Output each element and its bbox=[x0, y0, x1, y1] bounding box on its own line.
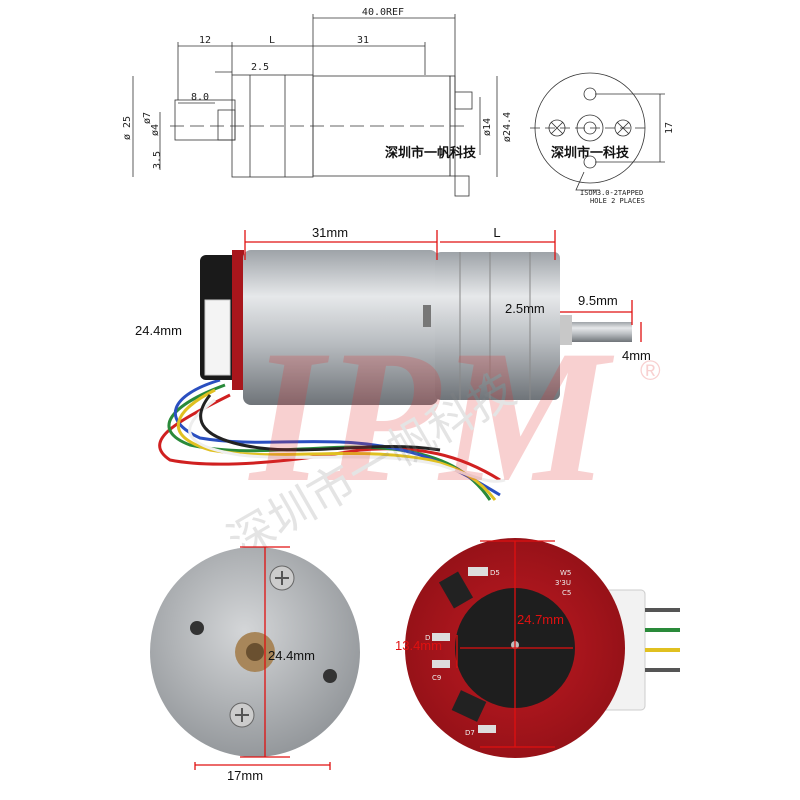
dim-2-5: 2.5 bbox=[251, 62, 269, 73]
encoder-dimensions bbox=[456, 540, 573, 748]
dim-17: 17 bbox=[664, 122, 675, 134]
wire-black bbox=[199, 394, 441, 452]
dim-d24-4: ø24.4 bbox=[502, 112, 513, 142]
gearbox-body bbox=[435, 252, 560, 400]
dim-12: 12 bbox=[199, 35, 211, 46]
dim-17mm: 17mm bbox=[227, 768, 263, 783]
side-photo-dimensions bbox=[244, 230, 642, 342]
drawing-labels: 40.0REF 12 L 31 2.5 8.0 ø 25 ø7 ø4 3.5 ø… bbox=[122, 7, 675, 205]
dim-13-4mm: 13.4mm bbox=[395, 638, 442, 653]
connector bbox=[204, 299, 231, 376]
watermark-registered: ® bbox=[640, 355, 661, 386]
dim-d25: ø 25 bbox=[122, 116, 133, 140]
dim-24-4mm-face: 24.4mm bbox=[268, 648, 315, 663]
dim-4mm: 4mm bbox=[622, 348, 651, 363]
pcb-label-d: D bbox=[425, 634, 430, 642]
watermark: IPM ® 深圳市一帆科技 bbox=[219, 312, 662, 570]
watermark-front: 深圳市一科技 bbox=[551, 145, 630, 161]
dim-2-5mm: 2.5mm bbox=[505, 301, 545, 316]
dim-9-5mm: 9.5mm bbox=[578, 293, 618, 308]
wire-white bbox=[188, 398, 506, 483]
pcb-label-33u: 3'3U bbox=[555, 579, 571, 587]
dim-d14: ø14 bbox=[482, 118, 493, 136]
dim-24-7mm: 24.7mm bbox=[517, 612, 564, 627]
encoder-pcb bbox=[232, 250, 244, 390]
dim-31: 31 bbox=[357, 35, 369, 46]
note-line1: ISOM3.0-2TAPPED bbox=[580, 189, 643, 197]
dim-3-5: 3.5 bbox=[152, 151, 163, 169]
pcb-label-w5: W5 bbox=[560, 569, 571, 577]
technical-drawing-side-view bbox=[132, 14, 498, 197]
pcb-label-c5: C5 bbox=[562, 589, 571, 597]
dim-L-photo: L bbox=[493, 225, 500, 240]
output-shaft bbox=[572, 322, 632, 342]
watermark-side: 深圳市一帆科技 bbox=[385, 145, 477, 161]
face-dimensions bbox=[194, 546, 331, 770]
shaft-outline bbox=[174, 99, 236, 141]
watermark-logo: IPM bbox=[248, 312, 615, 522]
dim-8-0: 8.0 bbox=[191, 92, 209, 103]
dim-24-4mm-side: 24.4mm bbox=[135, 323, 182, 338]
pcb-label-d7: D7 bbox=[465, 729, 475, 737]
pcb-label-d5: D5 bbox=[490, 569, 500, 577]
dim-40ref: 40.0REF bbox=[362, 7, 404, 18]
motor-side-photo bbox=[158, 250, 632, 501]
dim-L: L bbox=[269, 35, 275, 46]
pcb-label-c9: C9 bbox=[432, 674, 441, 682]
motor-body bbox=[243, 250, 438, 405]
gearbox-face-photo bbox=[150, 547, 360, 757]
side-photo-labels: 31mm L 24.4mm 2.5mm 9.5mm 4mm bbox=[135, 225, 651, 363]
note-line2: HOLE 2 PLACES bbox=[590, 197, 645, 205]
technical-drawing-front-view bbox=[530, 72, 665, 191]
dim-31mm: 31mm bbox=[312, 225, 348, 240]
wire-red bbox=[158, 393, 501, 482]
mount-hole-icon bbox=[583, 87, 597, 101]
dim-d7: ø7 bbox=[142, 112, 153, 124]
dim-d4: ø4 bbox=[150, 124, 161, 136]
